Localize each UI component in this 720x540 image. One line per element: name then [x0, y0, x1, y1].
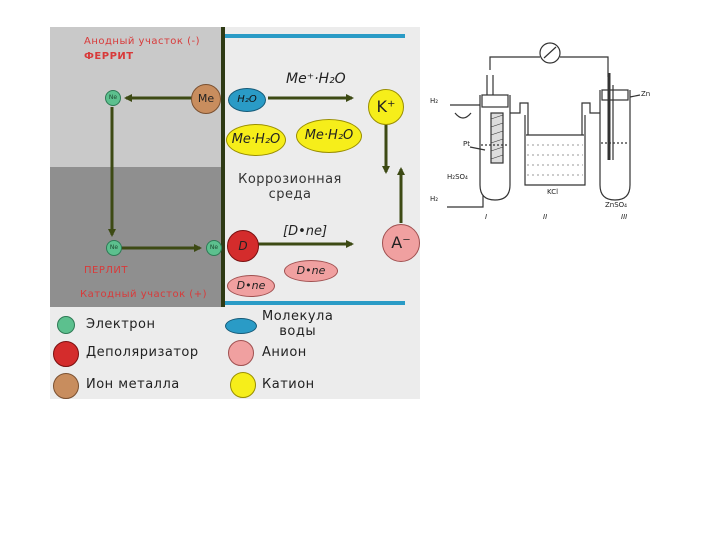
label-pt: Pt [463, 140, 470, 148]
legend-anion-swatch [228, 340, 254, 366]
legend-water-swatch [225, 318, 257, 334]
cathode-zone [50, 167, 222, 307]
legend-cation-label: Катион [262, 377, 315, 392]
legend-depolarizer-label: Деполяризатор [86, 345, 199, 360]
hydrated-ion-left-text: Me·H₂O [231, 132, 281, 147]
bottom-blue-line [225, 301, 405, 305]
legend-anion-label: Анион [262, 345, 307, 360]
hydrated-ion-right-text: Me·H₂O [304, 128, 354, 143]
top-blue-line [225, 34, 405, 38]
cathode-label: Катодный участок (+) [80, 289, 207, 300]
water-symbol: H₂O [237, 94, 257, 105]
label-h2so4: H₂SO₄ [447, 173, 468, 181]
hydrated-ion-right: Me·H₂O [296, 119, 362, 153]
legend-depolarizer-swatch [53, 341, 79, 367]
electron-symbol: Ne [108, 94, 118, 101]
apparatus-drawing [447, 42, 641, 208]
ferrite-label: ФЕРРИТ [84, 51, 134, 62]
legend-electron-label: Электрон [86, 317, 156, 332]
label-h2-top: H₂ [430, 97, 439, 105]
label-h2-bottom: H₂ [430, 195, 439, 203]
electron-bottom-left: Ne [106, 240, 122, 256]
legend-metal-ion-swatch [53, 373, 79, 399]
depolarizer: D [227, 230, 259, 262]
legend-water-line1: Молекула [262, 309, 334, 324]
medium-label-line1: Коррозионная [238, 172, 342, 187]
flow-arrows [108, 94, 405, 252]
corrosion-diagram: Анодный участок (-) ФЕРРИТ ПЕРЛИТ Катодн… [50, 27, 420, 399]
label-kcl: KCl [547, 188, 559, 196]
metal-ion: Me [191, 84, 221, 114]
medium-label: Коррозионная среда [230, 172, 350, 202]
legend-metal-ion-label: Ион металла [86, 377, 180, 392]
legend-water-label: Молекула воды [262, 309, 333, 339]
electron-top: Ne [105, 90, 121, 106]
legend-electron-swatch [57, 316, 75, 334]
perlite-label: ПЕРЛИТ [84, 265, 128, 276]
label-zn: Zn [641, 90, 651, 98]
hydrated-ion-left: Me·H₂O [226, 124, 286, 156]
water-molecule: H₂O [228, 88, 266, 112]
label-vessel-3: III [621, 213, 628, 221]
metal-ion-symbol: Me [197, 92, 215, 105]
label-znso4: ZnSO₄ [605, 201, 627, 209]
electron-symbol: Ne [109, 244, 119, 251]
legend-cation-swatch [230, 372, 256, 398]
complex-small-2: D•ne [227, 275, 275, 297]
complex-small-1: D•ne [284, 260, 338, 282]
galvanic-cell-sketch: H₂ Pt H₂SO₄ H₂ Zn KCl ZnSO₄ I II III [425, 35, 675, 225]
anion-symbol: A⁻ [391, 233, 411, 252]
electron-symbol: Ne [209, 244, 219, 251]
anion-a: A⁻ [382, 224, 420, 262]
cation-symbol: K⁺ [376, 97, 396, 116]
cation-k: K⁺ [368, 89, 404, 125]
label-vessel-1: I [485, 213, 488, 221]
anode-label: Анодный участок (-) [84, 36, 201, 47]
legend-water-line2: воды [279, 324, 317, 339]
hydrated-ion-formula: Me⁺·H₂O [286, 71, 346, 87]
complex-formula: [D•ne] [283, 224, 328, 239]
medium-label-line2: среда [268, 187, 312, 202]
complex-small-1-text: D•ne [296, 264, 326, 277]
depolarizer-symbol: D [238, 239, 248, 253]
label-vessel-2: II [543, 213, 548, 221]
complex-small-2-text: D•ne [236, 279, 266, 292]
electron-bottom-right: Ne [206, 240, 222, 256]
metal-boundary [221, 27, 225, 307]
